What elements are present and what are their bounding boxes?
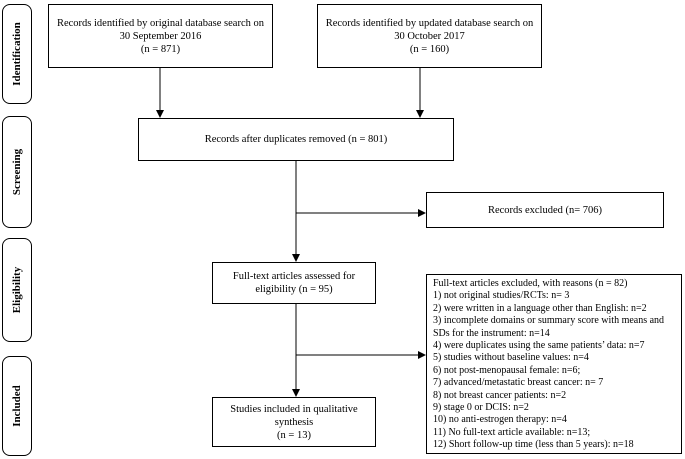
updated-search-count: (n = 160) — [409, 43, 450, 55]
exclusion-reason: 2) were written in a language other than… — [433, 302, 647, 314]
fulltext-assessed-line1: Full-text articles assessed for — [232, 271, 356, 282]
original-search-box: Records identified by original database … — [48, 4, 273, 68]
records-excluded-text: Records excluded (n= 706) — [487, 204, 603, 216]
original-search-line2: 30 September 2016 — [119, 30, 202, 42]
exclusion-reason: 10) no anti-estrogen therapy: n=4 — [433, 414, 567, 426]
fulltext-assessed-box: Full-text articles assessed for eligibil… — [212, 262, 376, 304]
original-search-line1: Records identified by original database … — [56, 17, 264, 29]
exclusion-reason: 12) Short follow-up time (less than 5 ye… — [433, 439, 634, 451]
included-studies-box: Studies included in qualitative synthesi… — [212, 397, 376, 447]
included-studies-line1: Studies included in qualitative — [230, 403, 358, 415]
included-studies-line2: synthesis — [274, 416, 314, 428]
stage-screening: Screening — [2, 116, 32, 228]
updated-search-line1: Records identified by updated database s… — [325, 17, 534, 29]
stage-eligibility: Eligibility — [2, 238, 32, 342]
included-studies-count: (n = 13) — [277, 429, 311, 441]
after-duplicates-text: Records after duplicates removed (n = 80… — [204, 134, 388, 145]
fulltext-excluded-title: Full-text articles excluded, with reason… — [433, 278, 628, 289]
exclusion-reason: 1) not original studies/RCTs: n= 3 — [433, 290, 570, 302]
exclusion-reason: 11) No full-text article available: n=13… — [433, 426, 591, 438]
exclusion-reason: 4) were duplicates using the same patien… — [433, 340, 645, 352]
stage-included: Included — [2, 356, 32, 456]
exclusion-reason: SDs for the instrument: n=14 — [433, 327, 550, 339]
fulltext-assessed-line2: eligibility (n = 95) — [255, 284, 333, 295]
exclusion-reason: 3) incomplete domains or summary score w… — [433, 315, 665, 327]
exclusion-reason: 6) not post-menopausal female: n=6; — [433, 364, 581, 376]
stage-identification: Identification — [2, 4, 32, 104]
exclusion-reason: 7) advanced/metastatic breast cancer: n=… — [433, 377, 604, 389]
exclusion-reason: 9) stage 0 or DCIS: n=2 — [433, 402, 529, 414]
exclusion-reason: 5) studies without baseline values: n=4 — [433, 352, 589, 364]
after-duplicates-box: Records after duplicates removed (n = 80… — [138, 118, 454, 161]
records-excluded-box: Records excluded (n= 706) — [426, 192, 664, 228]
updated-search-line2: 30 October 2017 — [394, 30, 465, 42]
original-search-count: (n = 871) — [140, 43, 181, 55]
fulltext-excluded-box: Full-text articles excluded, with reason… — [426, 274, 682, 454]
updated-search-box: Records identified by updated database s… — [317, 4, 542, 68]
exclusion-reason: 8) not breast cancer patients: n=2 — [433, 389, 567, 401]
